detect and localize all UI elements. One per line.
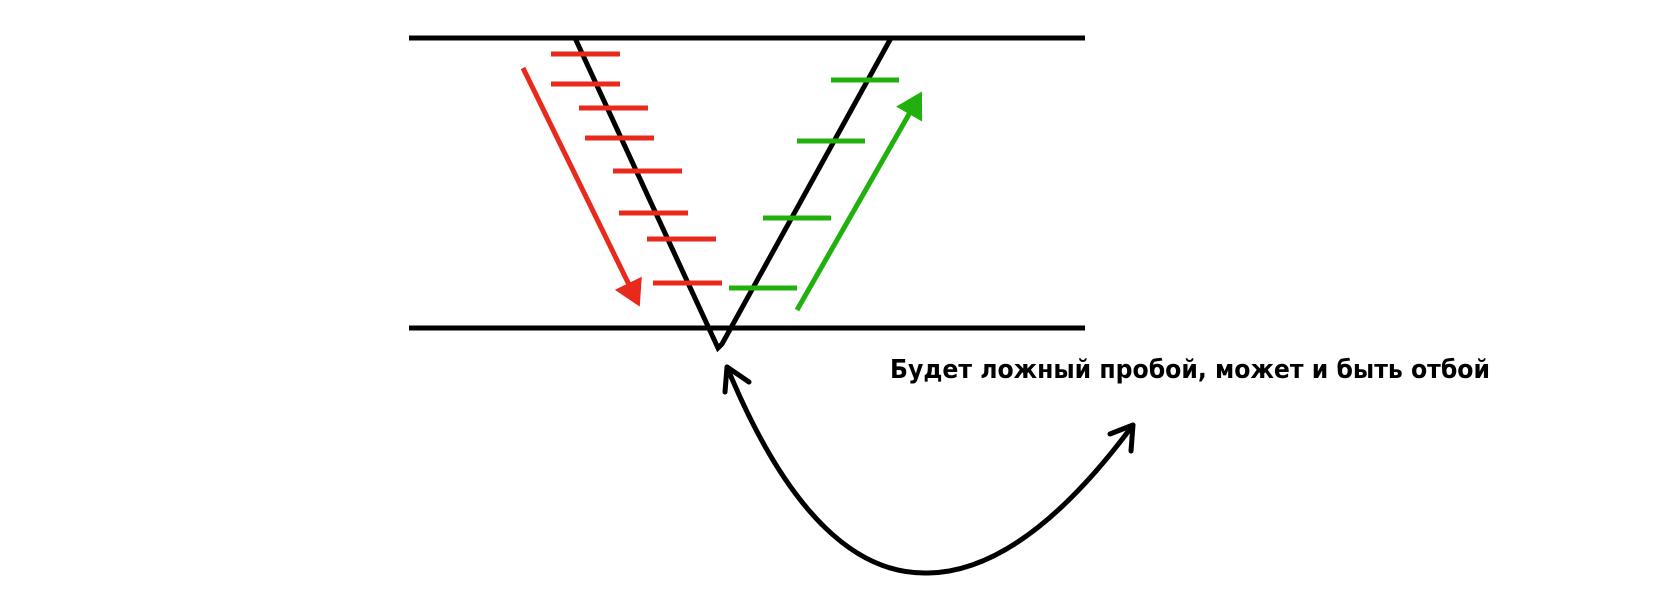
green-step-marks [729, 77, 899, 291]
red-step-marks [551, 51, 722, 286]
caption-text: Будет ложный пробой, может и быть отбой [890, 355, 1490, 385]
curved-arrow-right-head [1107, 422, 1136, 454]
red-arrow-down-right-icon [520, 66, 642, 307]
double-headed-curved-arrow-icon [722, 364, 1136, 576]
price-path-v-line [572, 36, 894, 353]
curved-arrow-left-head [722, 364, 752, 395]
green-arrow-up-right-icon [794, 91, 923, 312]
